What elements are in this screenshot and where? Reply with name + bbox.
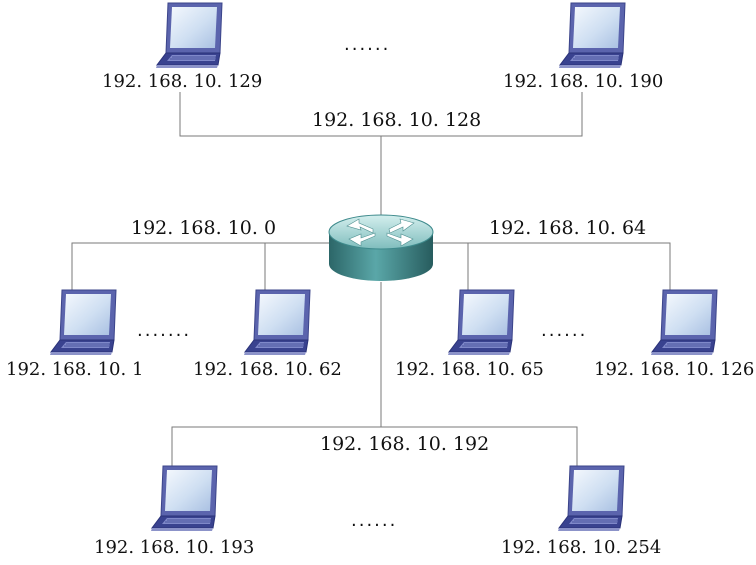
laptop-icon[interactable] [447,289,515,356]
laptop-icon[interactable] [650,289,718,356]
host-label: 192. 168. 10. 1 [6,359,143,380]
bottom-subnet-bus [171,426,578,470]
left-ellipsis: ....... [137,320,191,341]
left-network-label: 192. 168. 10. 0 [131,217,276,239]
right-ellipsis: ...... [541,320,587,341]
bottom-ellipsis: ...... [351,510,397,531]
laptop-icon[interactable] [243,289,311,356]
host-label: 192. 168. 10. 65 [395,359,544,380]
host-label: 192. 168. 10. 129 [102,71,262,92]
laptop-icon[interactable] [155,2,223,69]
host-label: 192. 168. 10. 190 [503,71,663,92]
wires [71,92,671,470]
host-label: 192. 168. 10. 62 [193,359,342,380]
host-label: 192. 168. 10. 193 [94,537,254,558]
router-icon[interactable] [328,214,434,281]
top-ellipsis: ...... [344,34,390,55]
host-label: 192. 168. 10. 126 [594,359,754,380]
laptop-icon[interactable] [558,2,626,69]
top-network-label: 192. 168. 10. 128 [312,109,481,131]
right-network-label: 192. 168. 10. 64 [489,217,646,239]
host-label: 192. 168. 10. 254 [501,537,661,558]
laptop-icon[interactable] [49,289,117,356]
bottom-network-label: 192. 168. 10. 192 [320,433,489,455]
laptop-icon[interactable] [557,465,625,532]
laptop-icon[interactable] [150,465,218,532]
